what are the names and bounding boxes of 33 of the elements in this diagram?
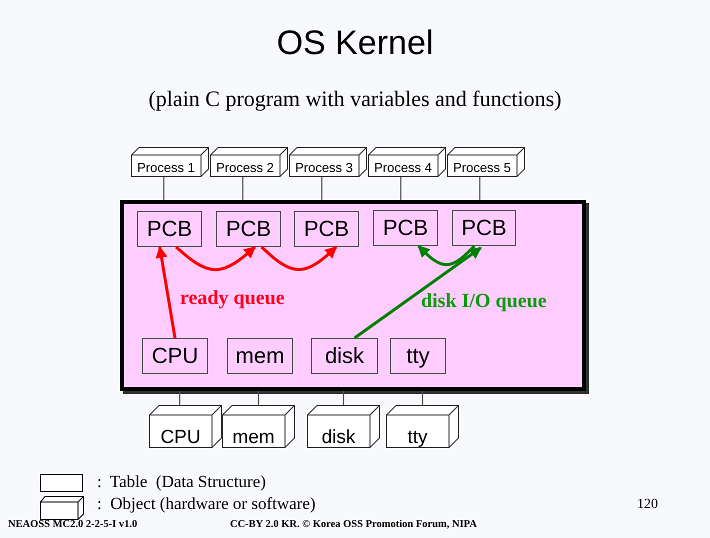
table-box: tty xyxy=(390,338,446,374)
table-box: PCB xyxy=(137,211,202,247)
arrow xyxy=(156,246,176,338)
table-box: disk xyxy=(311,338,378,374)
connector-line xyxy=(258,391,260,405)
title: OS Kernel xyxy=(276,24,434,63)
table-box: mem xyxy=(227,338,293,374)
connector-line xyxy=(242,177,244,200)
connector-line xyxy=(163,177,164,200)
table-box: PCB xyxy=(216,211,281,247)
arrow xyxy=(354,246,482,340)
document-code: NEAOSS MC2.0 2-2-5-I v1.0 xyxy=(8,519,138,530)
connector-line xyxy=(342,391,344,405)
connector-line xyxy=(179,391,180,405)
page-number: 120 xyxy=(637,497,658,513)
table-box: PCB xyxy=(294,211,359,247)
arrow xyxy=(260,246,338,272)
table-box: CPU xyxy=(142,338,208,374)
connector-line xyxy=(400,177,402,200)
table-box: PCB xyxy=(373,210,438,246)
license-note: CC-BY 2.0 KR. © Korea OSS Promotion Forum, NIPA xyxy=(230,519,477,530)
kernel-box xyxy=(120,200,586,391)
connector-line xyxy=(422,391,424,405)
connector-line xyxy=(479,177,480,200)
legend-text: : Object (hardware or software) xyxy=(97,494,316,514)
arrow xyxy=(175,246,256,272)
connector-line xyxy=(321,177,322,200)
queue-label: disk I/O queue xyxy=(421,290,547,313)
queue-label: ready queue xyxy=(180,287,285,310)
table-box: PCB xyxy=(452,210,516,246)
arrow xyxy=(417,244,476,266)
legend-text: : Table (Data Structure) xyxy=(97,472,266,492)
subtitle: (plain C program with variables and functions) xyxy=(147,86,562,112)
